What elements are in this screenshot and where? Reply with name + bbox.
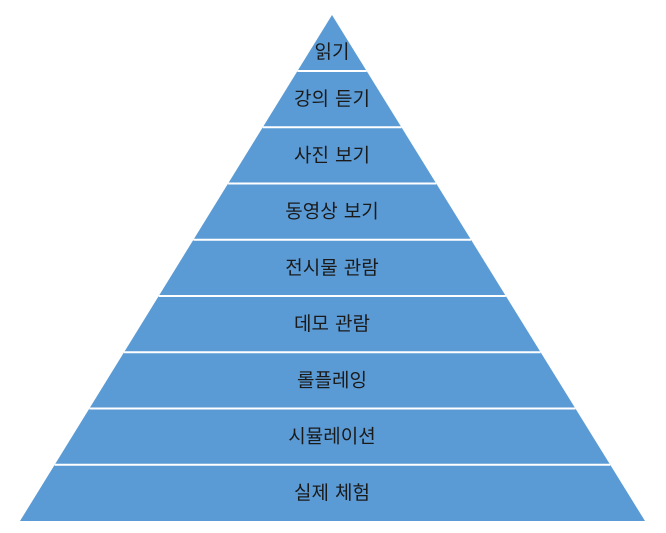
pyramid-level-label: 강의 듣기 <box>294 88 370 110</box>
pyramid-level-label: 동영상 보기 <box>285 201 378 223</box>
pyramid-level-label: 읽기 <box>315 41 350 63</box>
pyramid-level-label: 사진 보기 <box>294 144 370 166</box>
pyramid-level-label: 전시물 관람 <box>285 257 378 279</box>
pyramid-level-5 <box>158 239 506 296</box>
pyramid-level-label: 데모 관람 <box>294 313 370 335</box>
pyramid-level-3 <box>228 127 437 184</box>
pyramid-level-4 <box>193 183 472 240</box>
pyramid-bands <box>20 15 645 521</box>
pyramid-level-label: 실제 체험 <box>294 482 370 504</box>
pyramid-level-8 <box>54 408 611 465</box>
pyramid-level-2 <box>262 71 402 128</box>
pyramid-level-7 <box>89 352 576 409</box>
pyramid-level-6 <box>124 296 541 353</box>
pyramid-level-label: 롤플레잉 <box>297 369 367 391</box>
pyramid-level-1 <box>297 15 367 71</box>
pyramid-dividers <box>54 70 611 466</box>
pyramid-level-9 <box>20 464 645 521</box>
pyramid-level-label: 시뮬레이션 <box>288 426 375 448</box>
